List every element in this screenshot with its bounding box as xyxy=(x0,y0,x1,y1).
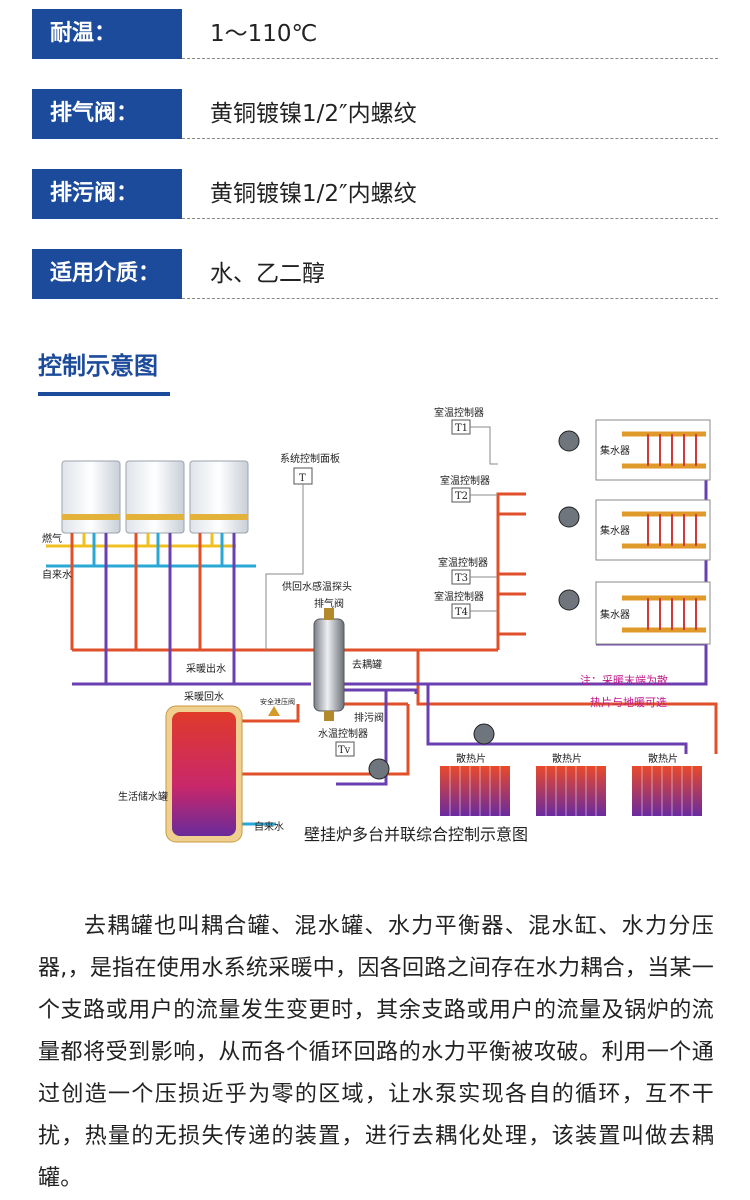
diagram-caption: 壁挂炉多台并联综合控制示意图 xyxy=(304,825,528,844)
label-control-panel: 系统控制面板 xyxy=(280,452,340,465)
label-supply-sensor: 供回水感温探头 xyxy=(282,580,352,593)
label-note-line1: 注：采暖末端为散 xyxy=(580,673,668,687)
spec-row-medium: 适用介质： 水、乙二醇 xyxy=(32,249,718,299)
label-tv: Tv xyxy=(338,745,351,756)
label-t4: T4 xyxy=(455,607,468,618)
spec-label: 排污阀： xyxy=(32,169,182,219)
spec-value: 黄铜镀镍1/2″内螺纹 xyxy=(210,181,417,207)
spec-value: 1～110℃ xyxy=(210,21,318,47)
label-tap-water-in: 自来水 xyxy=(254,820,284,833)
label-water-temp-controller: 水温控制器 xyxy=(318,727,368,740)
label-t2: T2 xyxy=(455,491,468,502)
spec-label: 适用介质： xyxy=(32,249,182,299)
spec-value: 黄铜镀镍1/2″内螺纹 xyxy=(210,101,417,127)
label-drain-valve: 排污阀 xyxy=(354,711,384,724)
label-t1: T1 xyxy=(455,423,468,434)
label-radiator-2: 散热片 xyxy=(552,752,582,765)
label-radiator-3: 散热片 xyxy=(648,752,678,765)
divider xyxy=(182,218,718,219)
label-panel-symbol: T xyxy=(299,473,306,484)
label-room-controller-2: 室温控制器 xyxy=(440,474,490,487)
label-t3: T3 xyxy=(455,573,468,584)
storage-tank xyxy=(165,705,280,843)
label-vent-valve: 排气阀 xyxy=(314,597,344,610)
label-safety-valve: 安全泄压阀 xyxy=(260,697,295,706)
radiators xyxy=(440,766,702,816)
label-decoupling-tank: 去耦罐 xyxy=(352,658,382,671)
control-diagram: 燃气 自来水 系统控制面板 T 供回水感温探头 排气阀 去耦罐 排污阀 采暖出水… xyxy=(42,406,718,844)
label-room-controller-3: 室温控制器 xyxy=(438,556,488,569)
spec-row-temperature: 耐温： 1～110℃ xyxy=(32,9,718,59)
label-room-controller-4: 室温控制器 xyxy=(434,590,484,603)
label-heating-return: 采暖回水 xyxy=(184,690,224,703)
description-paragraph: 去耦罐也叫耦合罐、混水罐、水力平衡器、混水缸、水力分压器,，是指在使用水系统采暖… xyxy=(38,914,714,1191)
divider xyxy=(182,138,718,139)
label-storage-tank: 生活储水罐 xyxy=(118,790,168,803)
spec-row-drain-valve: 排污阀： 黄铜镀镍1/2″内螺纹 xyxy=(32,169,718,219)
boilers xyxy=(61,460,249,534)
label-gas: 燃气 xyxy=(42,532,62,545)
section-underline xyxy=(38,392,170,396)
label-room-controller-1: 室温控制器 xyxy=(434,406,484,419)
spec-row-vent-valve: 排气阀： 黄铜镀镍1/2″内螺纹 xyxy=(32,89,718,139)
label-heating-out: 采暖出水 xyxy=(186,662,226,675)
label-manifold-1: 集水器 xyxy=(600,444,630,457)
section-title: 控制示意图 xyxy=(38,352,158,380)
label-tap-water: 自来水 xyxy=(42,568,72,581)
spec-label: 排气阀： xyxy=(32,89,182,139)
divider xyxy=(182,58,718,59)
label-radiator-1: 散热片 xyxy=(456,752,486,765)
manifolds xyxy=(595,419,711,645)
spec-value: 水、乙二醇 xyxy=(210,261,325,287)
decoupling-tank xyxy=(313,608,345,721)
label-note-line2: 热片与地暖可选 xyxy=(590,696,667,709)
label-manifold-3: 集水器 xyxy=(600,608,630,621)
label-manifold-2: 集水器 xyxy=(600,524,630,537)
spec-label: 耐温： xyxy=(32,9,182,59)
divider xyxy=(182,298,718,299)
